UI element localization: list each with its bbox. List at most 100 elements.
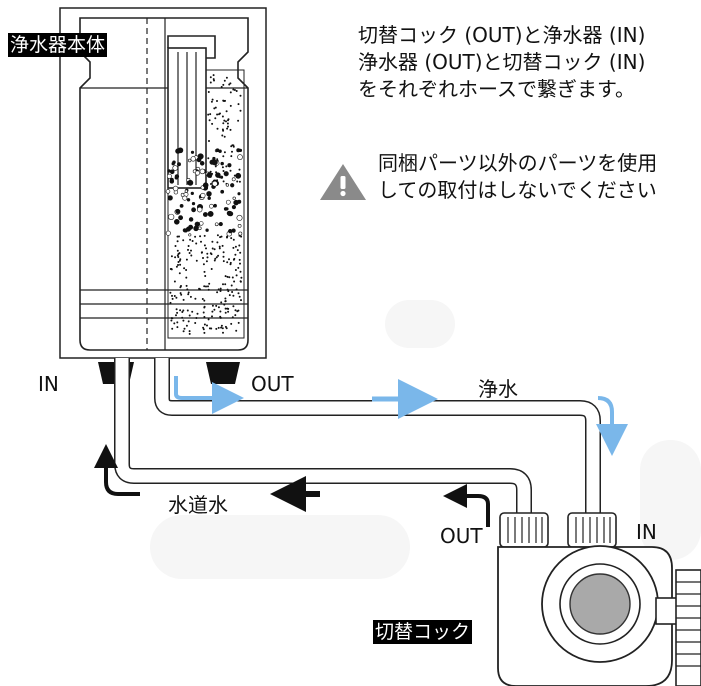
cock-in-nut [567,512,617,548]
granule [211,98,214,101]
granule [178,259,181,262]
granule [223,303,226,306]
granule [238,258,241,261]
granule [203,315,206,318]
granule [178,252,181,255]
granule [240,235,243,238]
granule [177,263,180,266]
granule [220,189,225,194]
granule [238,234,241,237]
granule [188,217,194,222]
granule [224,311,227,314]
granule [187,291,190,294]
granule [240,299,243,302]
granule [233,174,236,177]
granule [202,263,205,266]
tap-flow-arrow-cock [443,484,490,527]
granule [228,228,233,234]
granule [239,109,242,112]
granule [205,228,209,232]
granule [226,127,229,130]
granule [239,270,242,273]
granule [200,251,203,254]
granule [224,283,227,286]
granule [204,274,207,277]
granule [176,249,179,252]
filter-cap [167,35,216,59]
granule [187,320,190,323]
granule [196,312,199,315]
purifier-housing [79,17,249,351]
granule [237,192,241,196]
granule [202,328,205,331]
granule [189,238,192,241]
granule [174,256,177,259]
granule [199,221,204,226]
granule [176,321,179,324]
granule [219,315,222,318]
granule [174,245,177,248]
granule [219,310,222,313]
purified-water-label: 浄水 [478,377,518,401]
granule [207,288,210,291]
granule [238,244,241,247]
granule [221,115,224,118]
granule [199,168,206,175]
granule [191,240,194,243]
granule [215,148,220,153]
granule [211,240,214,243]
granule [170,317,173,320]
granule [202,212,208,217]
switch-cock-illustration [497,512,701,686]
granule [235,288,238,291]
granule [175,308,178,311]
granule [214,106,217,109]
granule [198,226,202,231]
granule [229,128,232,131]
purifier-body-label: 浄水器本体 [8,33,108,57]
granule [225,120,228,123]
granule [195,316,198,319]
granule [236,310,239,313]
granule [218,247,221,250]
granule [216,241,219,244]
granule [208,282,211,285]
granule [239,262,242,265]
granule [190,249,193,252]
granule [236,249,239,252]
granule [220,235,223,238]
granule [178,215,184,221]
granule [226,288,229,291]
warning-line-2: しての取付はしないでください [378,178,657,202]
granule [187,245,190,248]
granule [168,213,175,220]
granule [215,327,218,330]
granule [231,144,234,147]
granule [227,310,230,313]
granule [209,203,214,209]
granule [237,199,242,204]
granule [232,305,235,308]
granule [187,179,194,186]
granule [229,169,232,172]
granule [206,256,209,259]
granule [231,316,234,319]
granule [231,177,236,182]
granule [195,242,198,245]
granule [212,78,215,81]
granule [182,298,185,301]
granule [185,324,188,327]
granule [211,159,218,166]
granule [179,309,182,312]
granule [238,180,241,183]
granule [223,171,229,177]
granule [222,170,225,173]
granule [212,156,216,161]
granule [212,74,215,77]
granule [203,244,206,247]
granule [219,287,222,290]
purifier-illustration [59,7,267,359]
granule [206,191,212,197]
granule [181,316,184,319]
